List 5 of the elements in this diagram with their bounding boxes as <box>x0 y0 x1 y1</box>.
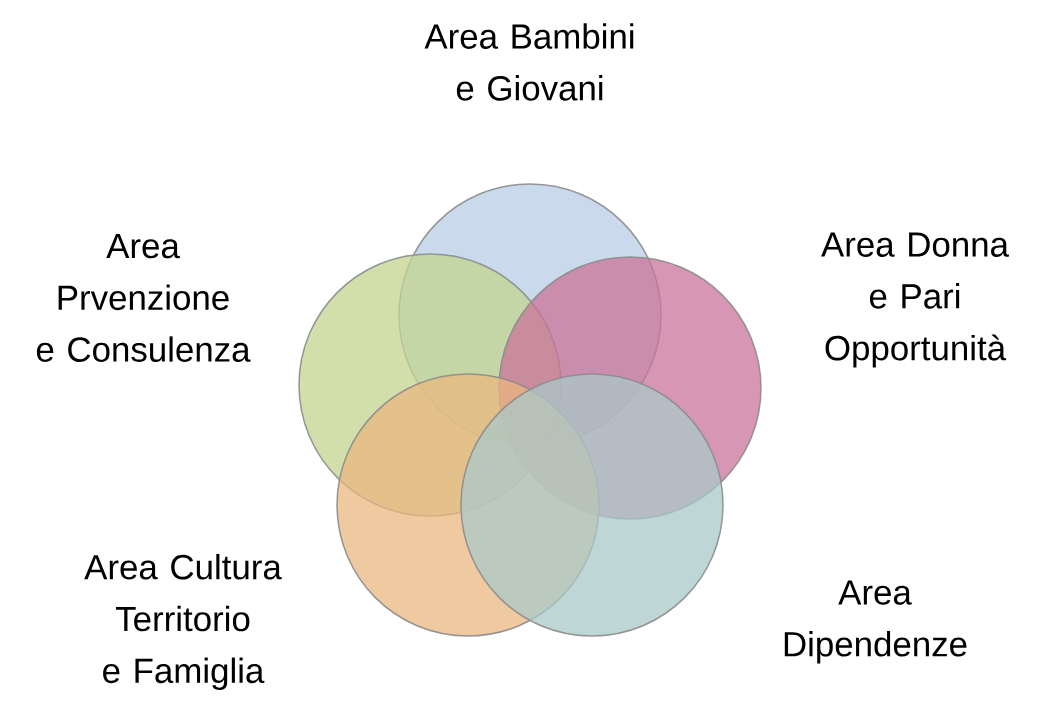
area-label: Area Dipendenze <box>784 580 967 664</box>
area-label: Area Prvenzione e Consulenza <box>36 234 251 362</box>
area-label: Area Cultura Territorio e Famiglia <box>84 553 282 691</box>
area-label: Area Bambini e Giovani <box>424 23 634 101</box>
area-label: Area Donna e Pari Opportunità <box>821 232 1009 368</box>
